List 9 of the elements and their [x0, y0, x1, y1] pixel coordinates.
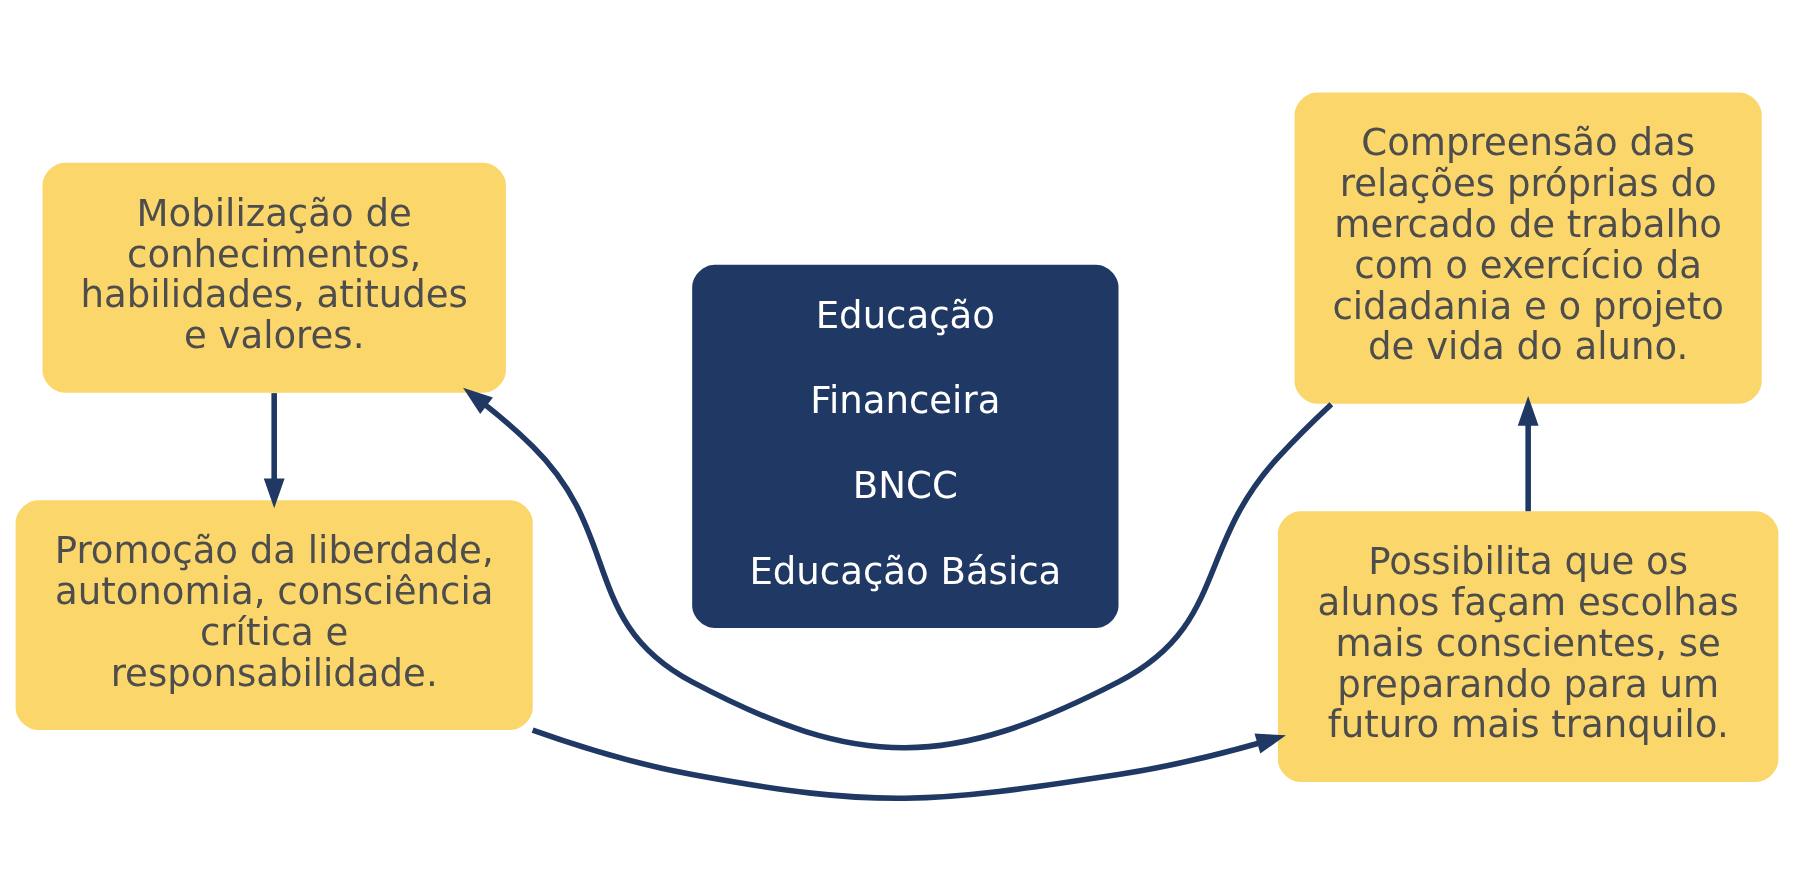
arrow [463, 387, 1334, 750]
node-box: Promoção da liberdade, autonomia, consciência crítica e responsabilidade. [15, 499, 533, 730]
node-box: Mobilização de conhecimentos, habilidades, atitudes e valores. [42, 162, 506, 393]
arrow [1517, 395, 1539, 511]
arrow [531, 726, 1286, 801]
node-box: Compreensão das relações próprias do mercado de trabalho com o exercício da cidadania e o projeto de vida do aluno. [1294, 91, 1762, 404]
node-box: Possibilita que os alunos façam escolhas mais conscientes, se preparando para um futuro mais tranquilo. [1277, 510, 1779, 782]
arrow [263, 392, 285, 508]
node-box: Educação Financeira BNCC Educação Básica [692, 264, 1119, 628]
